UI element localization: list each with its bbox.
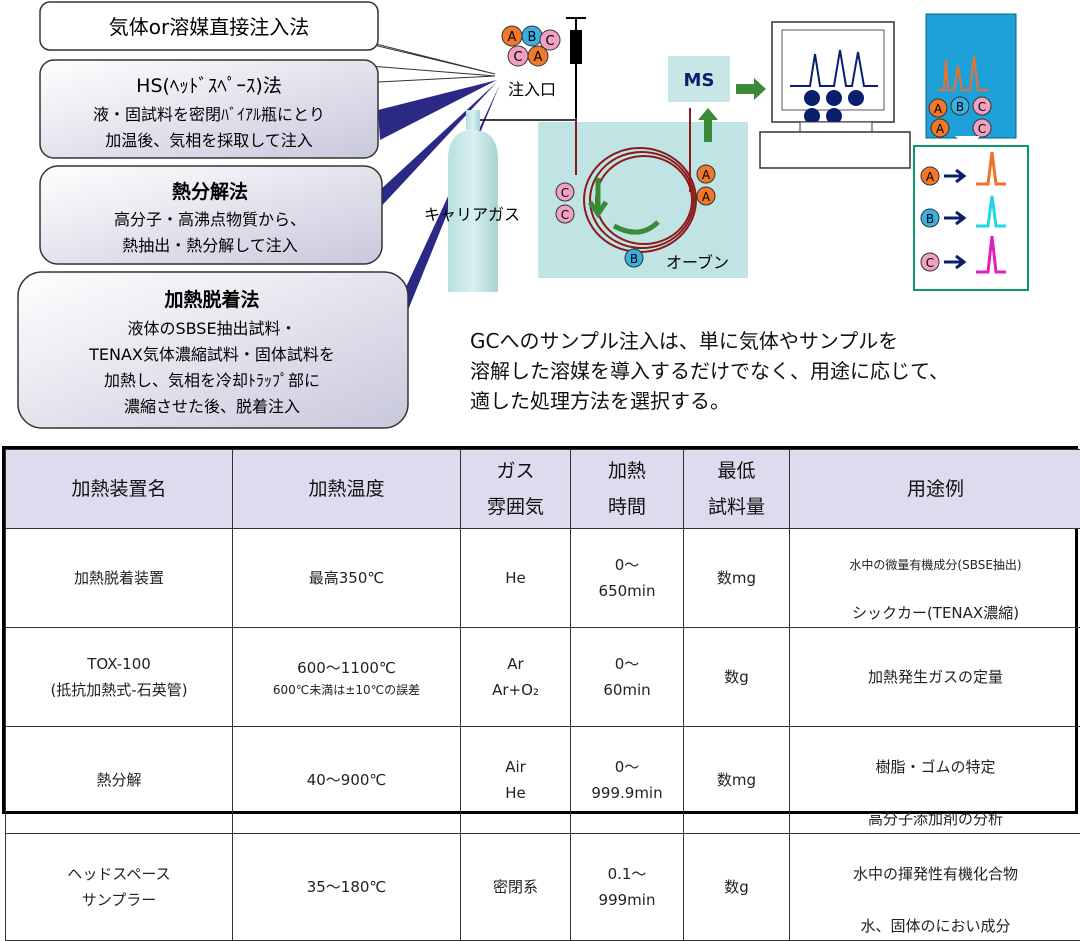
cell-use-line2: 高分子添加剤の分析: [868, 810, 1003, 828]
table-row: 加熱脱着装置 最高350℃ He 0～ 650min 数mg 水中の微量有機成分…: [6, 529, 1080, 628]
callout-hs-line2: 加温後、気相を採取して注入: [105, 131, 313, 150]
cell-amount: 数mg: [684, 727, 790, 834]
cell-device-name: ヘッドスペース サンプラー: [6, 834, 233, 941]
callout-td-line4: 濃縮させた後、脱着注入: [124, 397, 300, 416]
header-device-name: 加熱装置名: [6, 450, 233, 529]
sample-molecules-icon: A B C C A: [502, 26, 560, 66]
svg-text:A: A: [702, 168, 711, 182]
cell-use: 水中の揮発性有機化合物 水、固体のにおい成分: [790, 834, 1080, 941]
cell-use-line1: 樹脂・ゴムの特定: [875, 758, 995, 776]
description-text: GCへのサンプル注入は、単に気体やサンプルを 溶解した溶媒を導入するだけでなく、…: [470, 326, 1030, 416]
svg-text:A: A: [534, 50, 543, 65]
svg-text:A: A: [926, 170, 935, 184]
cell-device-name: TOX-100 (抵抗加熱式-石英管): [6, 628, 233, 727]
header-temperature: 加熱温度: [233, 450, 461, 529]
callout-td-title: 加熱脱着法: [163, 288, 259, 311]
callout-direct-label: 気体or溶媒直接注入法: [109, 15, 309, 39]
header-use: 用途例: [790, 450, 1080, 529]
header-time: 加熱 時間: [571, 450, 684, 529]
cell-use-line2: シックカー(TENAX濃縮): [852, 604, 1019, 622]
ms-label: MS: [684, 70, 715, 91]
cell-use: 水中の微量有機成分(SBSE抽出) シックカー(TENAX濃縮): [790, 529, 1080, 628]
cell-temperature: 最高350℃: [233, 529, 461, 628]
cell-temperature: 600～1100℃ 600℃未満は±10℃の誤差: [233, 628, 461, 727]
computer-icon: [760, 22, 910, 168]
svg-text:A: A: [508, 30, 517, 45]
cell-gas: 密閉系: [461, 834, 571, 941]
cell-temperature: 35～180℃: [233, 834, 461, 941]
cell-temperature: 40～900℃: [233, 727, 461, 834]
svg-text:C: C: [513, 50, 522, 65]
cell-use: 樹脂・ゴムの特定 高分子添加剤の分析: [790, 727, 1080, 834]
cell-gas: Ar Ar+O₂: [461, 628, 571, 727]
svg-text:A: A: [936, 122, 945, 136]
callout-hs-line1: 液・固試料を密閉ﾊﾞｲｱﾙ瓶にとり: [93, 105, 325, 124]
svg-text:C: C: [926, 256, 934, 270]
svg-text:B: B: [528, 30, 537, 45]
cell-device-name: 熱分解: [6, 727, 233, 834]
callout-pyro-line2: 熱抽出・熱分解して注入: [122, 236, 298, 255]
svg-text:C: C: [561, 208, 569, 222]
cell-amount: 数mg: [684, 529, 790, 628]
svg-text:B: B: [926, 212, 934, 226]
table-row: 熱分解 40～900℃ Air He 0～ 999.9min 数mg 樹脂・ゴム…: [6, 727, 1080, 834]
callout-td-line3: 加熱し、気相を冷却ﾄﾗｯﾌﾟ部に: [104, 371, 320, 390]
cell-time: 0～ 60min: [571, 628, 684, 727]
cell-time: 0～ 999.9min: [571, 727, 684, 834]
arrow-right-icon: [736, 78, 766, 100]
callout-pyro-title: 熱分解法: [172, 180, 248, 203]
table-row: TOX-100 (抵抗加熱式-石英管) 600～1100℃ 600℃未満は±10…: [6, 628, 1080, 727]
callout-pyro-line1: 高分子・高沸点物質から、: [114, 210, 306, 229]
cell-gas: Air He: [461, 727, 571, 834]
carrier-gas-label: キャリアガス: [424, 205, 520, 224]
header-gas: ガス 雰囲気: [461, 450, 571, 529]
svg-text:B: B: [956, 100, 964, 114]
cell-device-name: 加熱脱着装置: [6, 529, 233, 628]
result-panel-icon: A B C A C: [926, 14, 1016, 138]
svg-text:A: A: [702, 190, 711, 204]
cell-time: 0～ 650min: [571, 529, 684, 628]
heating-device-table: 加熱装置名 加熱温度 ガス 雰囲気 加熱 時間 最低 試料量 用途例 加熱脱着装…: [2, 446, 1078, 814]
cell-amount: 数g: [684, 834, 790, 941]
cell-use-line1: 水中の揮発性有機化合物: [853, 865, 1018, 883]
callout-tail-hs: [370, 66, 495, 82]
cell-temperature-main: 600～1100℃: [297, 659, 396, 677]
cell-time: 0.1～ 999min: [571, 834, 684, 941]
cell-use: 加熱発生ガスの定量: [790, 628, 1080, 727]
table-row: ヘッドスペース サンプラー 35～180℃ 密閉系 0.1～ 999min 数g…: [6, 834, 1080, 941]
callout-hs-title: HS(ﾍｯﾄﾞｽﾍﾟｰｽ)法: [136, 75, 282, 97]
svg-text:C: C: [561, 186, 569, 200]
gas-cylinder-icon: [448, 110, 498, 292]
svg-text:C: C: [545, 34, 554, 49]
svg-text:C: C: [978, 122, 986, 136]
cell-amount: 数g: [684, 628, 790, 727]
callout-td-line2: TENAX気体濃縮試料・固体試料を: [88, 345, 335, 364]
cell-temperature-note: 600℃未満は±10℃の誤差: [234, 681, 459, 699]
cell-use-line1: 水中の微量有機成分(SBSE抽出): [791, 556, 1080, 574]
svg-text:A: A: [934, 102, 943, 116]
inlet-label: 注入口: [508, 80, 556, 99]
svg-text:C: C: [978, 100, 986, 114]
cell-use-line2: 水、固体のにおい成分: [860, 917, 1010, 935]
callout-td-line1: 液体のSBSE抽出試料・: [127, 319, 296, 338]
cell-gas: He: [461, 529, 571, 628]
svg-text:B: B: [630, 252, 638, 266]
header-min-amount: 最低 試料量: [684, 450, 790, 529]
syringe-icon: [566, 18, 586, 118]
table-header-row: 加熱装置名 加熱温度 ガス 雰囲気 加熱 時間 最低 試料量 用途例: [6, 450, 1080, 529]
oven-label: オーブン: [666, 253, 729, 272]
